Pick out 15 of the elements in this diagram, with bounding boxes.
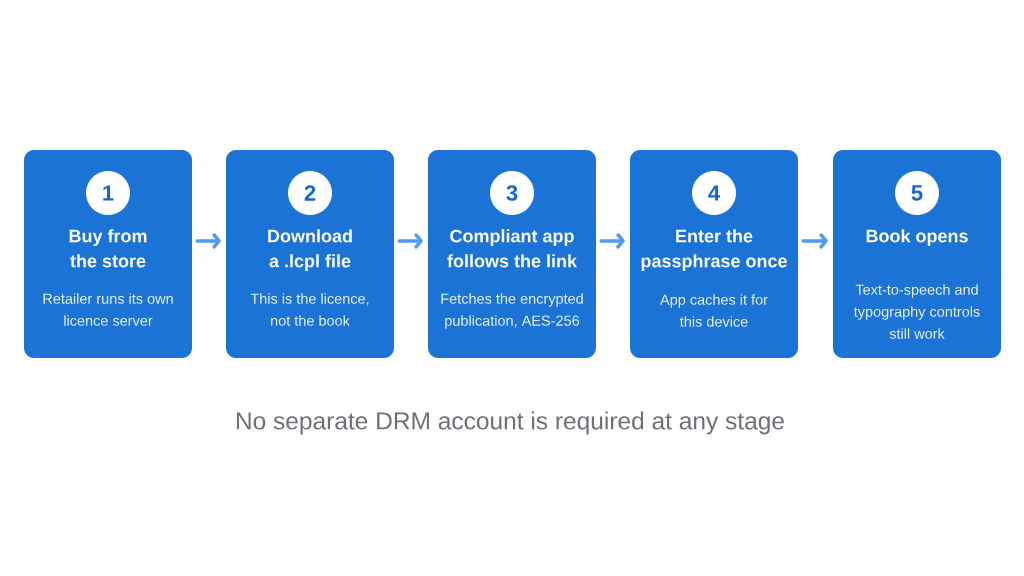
- arrow: [599, 233, 625, 249]
- step-title: Compliant app follows the link: [447, 229, 578, 268]
- step-title: Download a .lcpl file: [268, 229, 352, 271]
- arrow: [801, 233, 828, 249]
- step-description: Text-to-speech and typography controls still work: [853, 284, 980, 339]
- step-title: Book opens: [866, 229, 968, 246]
- caption: No separate DRM account is required at any stage: [236, 411, 784, 435]
- step-description: This is the licence, not the book: [250, 293, 369, 326]
- arrow: [397, 233, 423, 249]
- arrow: [195, 233, 221, 249]
- step-title: Enter the passphrase once: [641, 229, 787, 271]
- step-description: Retailer runs its own licence server: [43, 293, 173, 326]
- step-description: App caches it for this device: [660, 294, 768, 327]
- step-description: Fetches the encrypted publication, AES-256: [441, 293, 583, 329]
- step-title: Buy from the store: [69, 229, 147, 268]
